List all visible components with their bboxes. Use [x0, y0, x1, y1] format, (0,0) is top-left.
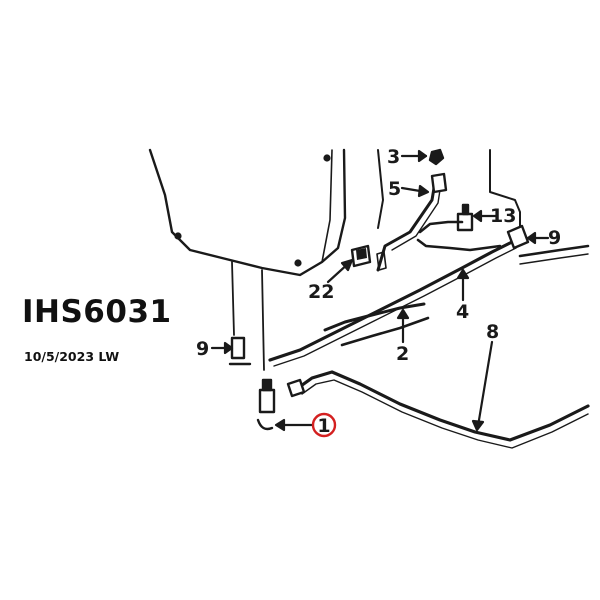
part-2-rod [323, 302, 426, 332]
part-22-slot [376, 251, 387, 271]
left-bracket-line [377, 149, 384, 229]
part-number-title: IHS6031 [22, 294, 172, 330]
tank-rivet-2 [294, 259, 302, 267]
part-1-valve-handle [256, 418, 274, 431]
part-9-right-fitting [506, 224, 530, 250]
arrow-2-head [396, 308, 410, 320]
arrow-5-head [417, 184, 430, 198]
callout-3: 4 [456, 301, 469, 323]
callout-9-left: 9 [196, 338, 209, 360]
part-4-bolt [428, 148, 445, 166]
arrow-3-head [456, 268, 470, 280]
tank-rivet-1 [174, 232, 182, 240]
arrow-8 [476, 340, 494, 428]
part-13-fitting-top [461, 203, 470, 216]
support-line-left [231, 261, 235, 336]
arrow-4-head [417, 149, 428, 163]
callout-2: 2 [396, 343, 409, 365]
part-5-rod-inner [391, 189, 441, 251]
revision-date-label: 10/5/2023 LW [24, 349, 120, 364]
upper-loop-line-2 [416, 238, 502, 252]
right-panel-outline [489, 149, 521, 231]
callout-4: 3 [387, 146, 400, 168]
callout-5: 5 [388, 178, 401, 200]
arrow-22-head [340, 258, 354, 272]
part-3-fuel-line [268, 240, 514, 362]
callout-1-highlight-ring [311, 412, 337, 438]
tank-inner-edge [321, 149, 333, 263]
callout-22: 22 [308, 281, 334, 303]
callout-1: 1 [317, 415, 330, 437]
arrow-9-left-head [223, 341, 234, 355]
arrow-13-head [472, 209, 483, 223]
part-8-fuel-line-inner [301, 379, 589, 449]
part-3-fuel-line-inner [273, 247, 517, 367]
right-return-line-2 [519, 253, 589, 265]
upper-loop-line [418, 220, 464, 234]
callout-8: 8 [486, 321, 499, 343]
leader-arrows [210, 149, 550, 432]
part-22-clip-fill [356, 248, 367, 260]
callout-13: 13 [490, 205, 516, 227]
part-5-fitting [430, 172, 448, 194]
tank-housing-outline [148, 148, 347, 277]
right-return-line [518, 244, 590, 258]
part-8-end-fitting [286, 378, 306, 398]
part-5-rod [376, 186, 436, 272]
part-9-left-fitting [230, 336, 246, 360]
arrow-1-head [274, 418, 286, 432]
part-2-rod-lower [340, 316, 430, 347]
part-1-valve-body [258, 388, 276, 414]
part-8-fuel-line [296, 370, 590, 442]
support-line-right [261, 269, 265, 371]
tank-rivet-3 [323, 154, 331, 162]
callout-9-right: 9 [548, 227, 561, 249]
arrow-9-right-head [526, 231, 537, 245]
arrow-8-head [471, 419, 485, 432]
part-1-valve-top [261, 378, 273, 392]
